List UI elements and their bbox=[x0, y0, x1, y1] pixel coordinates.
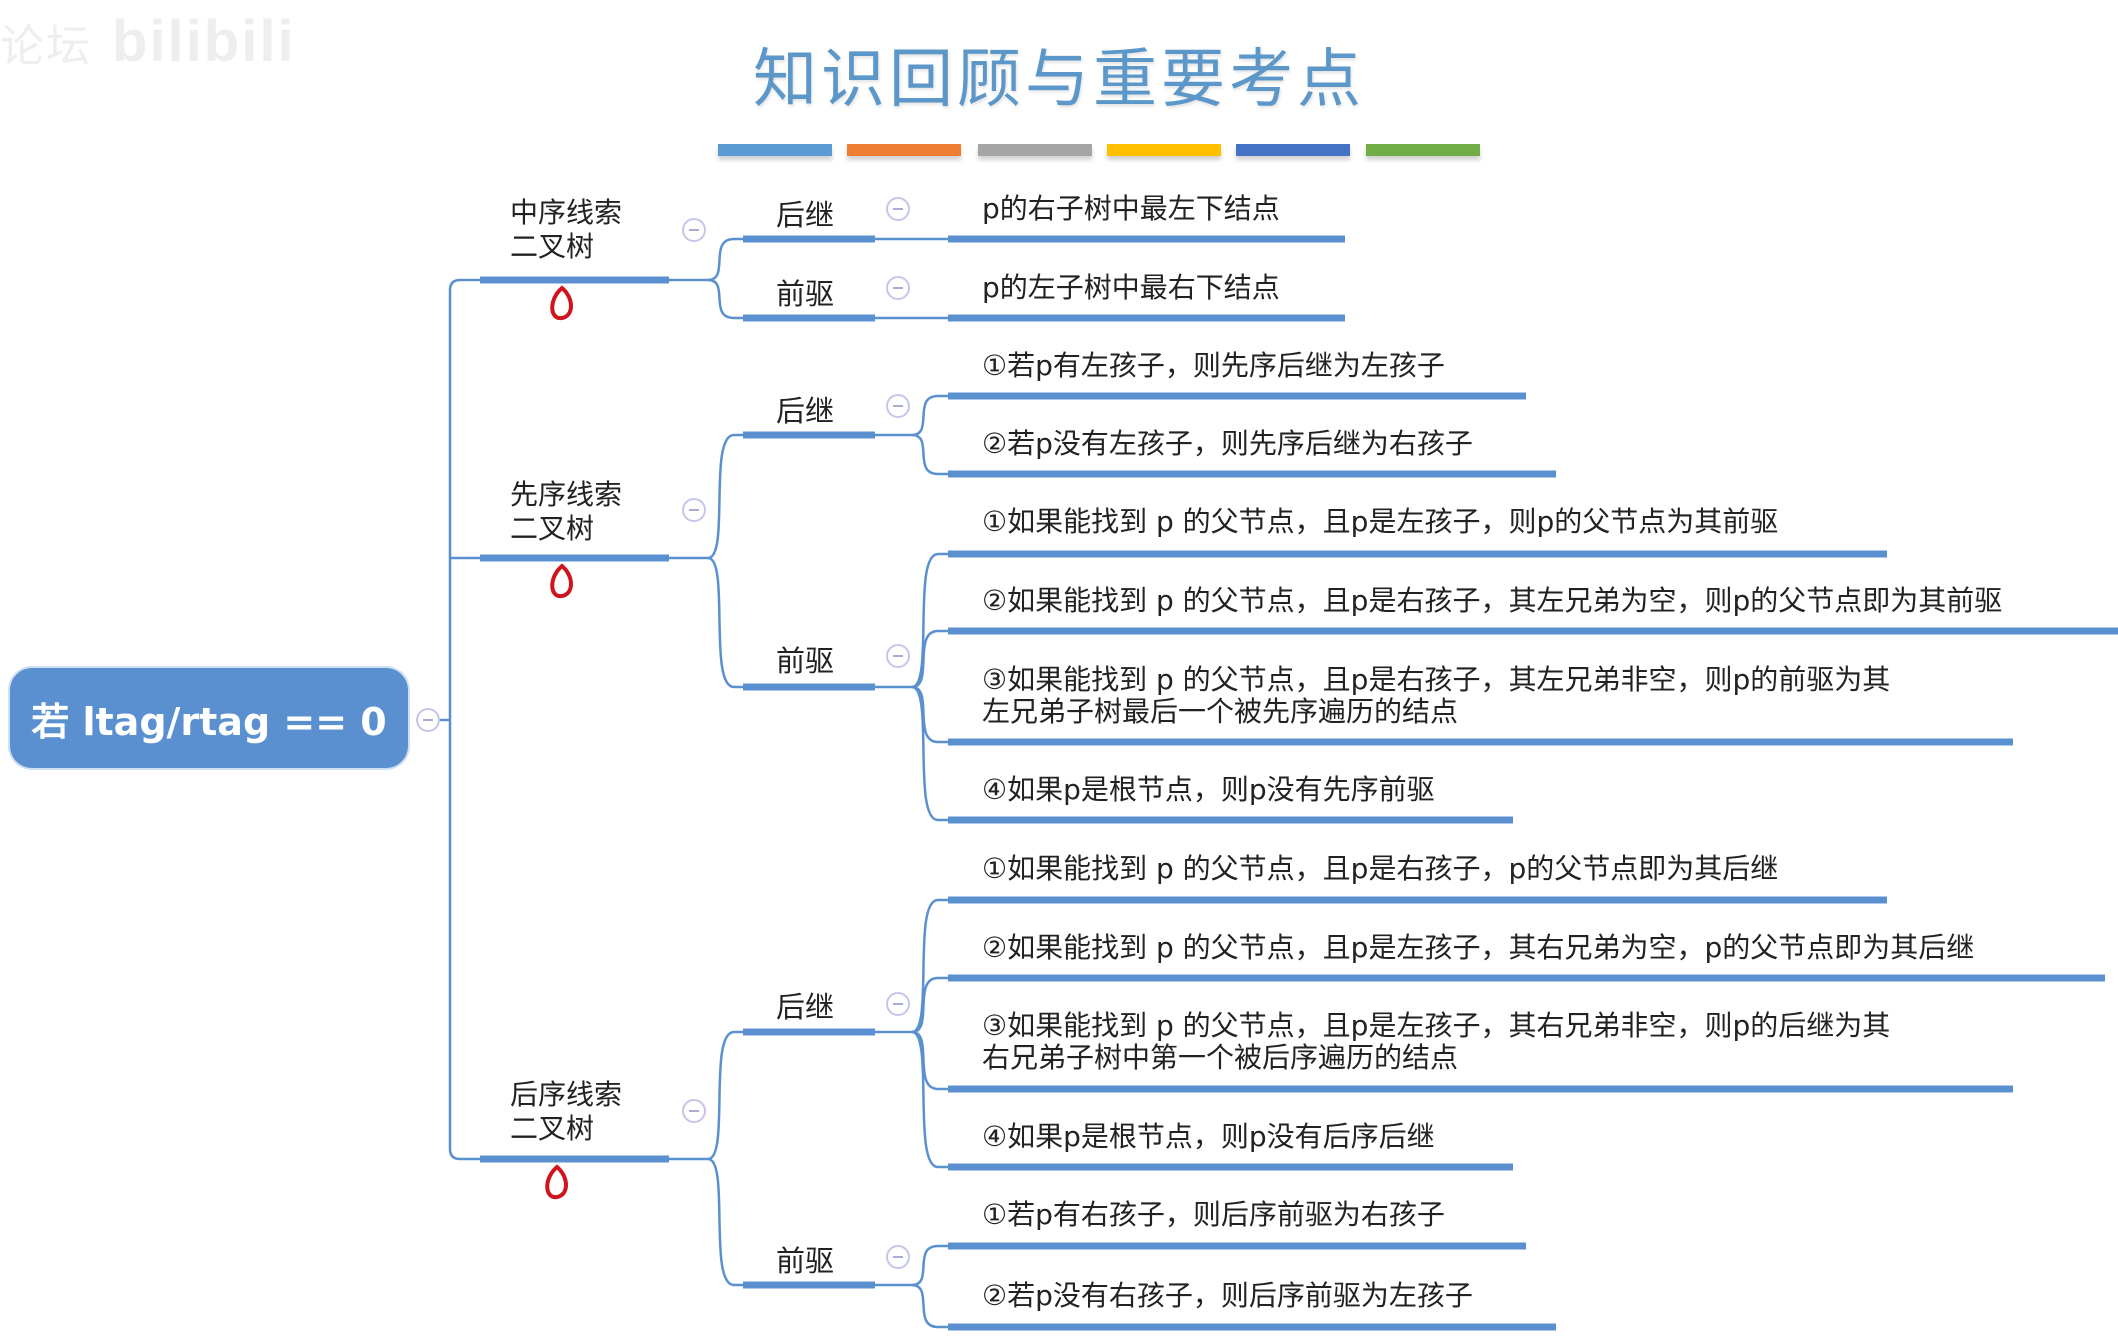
leaf-item[interactable]: ③如果能找到 p 的父节点，且p是右孩子，其左兄弟非空，则p的前驱为其 左兄弟子… bbox=[982, 663, 1891, 728]
branch-postorder-label[interactable]: 后序线索 二叉树 bbox=[510, 1078, 623, 1145]
leaf-item[interactable]: ④如果p是根节点，则p没有后序后继 bbox=[982, 1120, 1435, 1153]
leaf-connector bbox=[911, 976, 948, 1034]
watermark: 论坛 bilibili bbox=[0, 8, 296, 75]
inorder-predecessor-collapse-icon[interactable] bbox=[886, 276, 910, 300]
branch-connector bbox=[707, 556, 743, 689]
watermark-cn: 论坛 bbox=[0, 22, 92, 71]
color-bar-darkblue bbox=[1236, 144, 1350, 156]
leaf-item[interactable]: ①如果能找到 p 的父节点，且p是右孩子，p的父节点即为其后继 bbox=[982, 852, 1779, 885]
branch-connector bbox=[707, 1157, 743, 1287]
branch-connector bbox=[707, 278, 743, 320]
leaf-connector bbox=[911, 1030, 948, 1091]
leaf-item[interactable]: ②如果能找到 p 的父节点，且p是左孩子，其右兄弟为空，p的父节点即为其后继 bbox=[982, 931, 1975, 964]
leaf-item[interactable]: ②若p没有右孩子，则后序前驱为左孩子 bbox=[982, 1279, 1473, 1312]
leaf-connector bbox=[911, 685, 948, 822]
annotation-zero-mark bbox=[550, 563, 573, 599]
color-bar-gray bbox=[978, 144, 1092, 156]
annotation-zero-mark bbox=[545, 1164, 568, 1200]
page-title: 知识回顾与重要考点 bbox=[753, 43, 1365, 117]
leaf-item[interactable]: ③如果能找到 p 的父节点，且p是左孩子，其右兄弟非空，则p的后继为其 右兄弟子… bbox=[982, 1009, 1891, 1074]
trunk-line bbox=[448, 278, 480, 1161]
branch-connector bbox=[707, 237, 743, 282]
leaf-item[interactable]: p的右子树中最左下结点 bbox=[982, 192, 1280, 225]
leaf-connector bbox=[911, 1030, 948, 1169]
postorder-predecessor-label[interactable]: 前驱 bbox=[776, 1244, 835, 1278]
branch-inorder-label[interactable]: 中序线索 二叉树 bbox=[510, 196, 623, 263]
preorder-predecessor-label[interactable]: 前驱 bbox=[776, 644, 835, 678]
leaf-connector bbox=[911, 898, 948, 1034]
leaf-connector bbox=[911, 1283, 948, 1329]
leaf-connector bbox=[911, 433, 948, 476]
leaf-item[interactable]: ①如果能找到 p 的父节点，且p是左孩子，则p的父节点为其前驱 bbox=[982, 505, 1779, 538]
branch-preorder-label[interactable]: 先序线索 二叉树 bbox=[510, 478, 623, 545]
leaf-connector bbox=[911, 1244, 948, 1287]
annotation-zero-mark bbox=[550, 285, 573, 321]
leaf-item[interactable]: p的左子树中最右下结点 bbox=[982, 271, 1280, 304]
preorder-successor-collapse-icon[interactable] bbox=[886, 394, 910, 418]
leaf-item[interactable]: ②如果能找到 p 的父节点，且p是右孩子，其左兄弟为空，则p的父节点即为其前驱 bbox=[982, 584, 2003, 617]
root-collapse-icon[interactable] bbox=[416, 708, 440, 732]
watermark-brand: bilibili bbox=[112, 9, 296, 74]
inorder-predecessor-label[interactable]: 前驱 bbox=[776, 277, 835, 311]
preorder-predecessor-collapse-icon[interactable] bbox=[886, 644, 910, 668]
color-bar-orange bbox=[847, 144, 961, 156]
preorder-collapse-icon[interactable] bbox=[682, 498, 706, 522]
leaf-connector bbox=[911, 394, 948, 437]
leaf-connector bbox=[911, 685, 948, 744]
branch-connector bbox=[707, 1030, 743, 1161]
color-bar-yellow bbox=[1107, 144, 1221, 156]
postorder-successor-collapse-icon[interactable] bbox=[886, 992, 910, 1016]
inorder-successor-collapse-icon[interactable] bbox=[886, 197, 910, 221]
root-node[interactable]: 若 ltag/rtag == 0 bbox=[10, 668, 408, 768]
postorder-collapse-icon[interactable] bbox=[682, 1099, 706, 1123]
color-bar-green bbox=[1366, 144, 1480, 156]
inorder-successor-label[interactable]: 后继 bbox=[776, 198, 835, 232]
postorder-predecessor-collapse-icon[interactable] bbox=[886, 1245, 910, 1269]
leaf-connector bbox=[911, 552, 948, 689]
leaf-item[interactable]: ④如果p是根节点，则p没有先序前驱 bbox=[982, 773, 1435, 806]
preorder-successor-label[interactable]: 后继 bbox=[776, 394, 835, 428]
branch-connector bbox=[707, 433, 743, 560]
postorder-successor-label[interactable]: 后继 bbox=[776, 990, 835, 1024]
leaf-item[interactable]: ①若p有左孩子，则先序后继为左孩子 bbox=[982, 349, 1445, 382]
color-bar-blue bbox=[718, 144, 832, 156]
inorder-collapse-icon[interactable] bbox=[682, 218, 706, 242]
leaf-item[interactable]: ①若p有右孩子，则后序前驱为右孩子 bbox=[982, 1198, 1445, 1231]
leaf-connector bbox=[911, 629, 948, 689]
leaf-item[interactable]: ②若p没有左孩子，则先序后继为右孩子 bbox=[982, 427, 1473, 460]
